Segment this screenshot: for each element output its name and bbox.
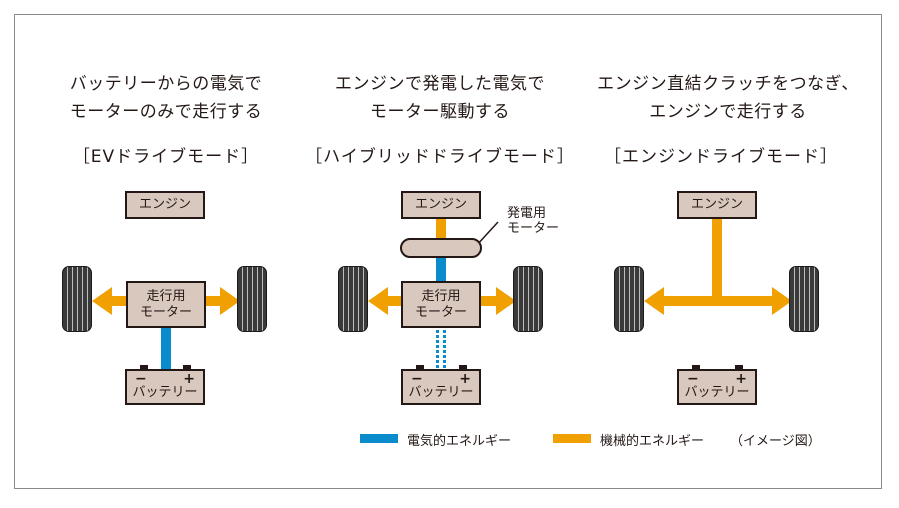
panel-engine-battery-signs: − + xyxy=(687,371,747,387)
panel-hybrid-arrow-left xyxy=(368,287,388,315)
panel-engine-battery-plus: + xyxy=(735,371,747,387)
panel-hybrid-battery-label: バッテリー xyxy=(408,385,474,400)
panel-hybrid-engine-shaft xyxy=(436,218,446,242)
panel-ev-engine-box: エンジン xyxy=(125,191,205,219)
panel-engine-engine-label: エンジン xyxy=(690,197,743,212)
panel-engine-battery-box: − + バッテリー xyxy=(677,369,757,405)
panel-ev-battery-terminal-minus xyxy=(140,365,148,369)
panel-hybrid-battery-terminal-plus xyxy=(459,365,467,369)
panel-ev-engine-label: エンジン xyxy=(138,197,191,212)
panel-engine-battery-terminal-plus xyxy=(735,365,743,369)
panel-hybrid-arrow-right xyxy=(496,287,516,315)
panel-hybrid-tire-right xyxy=(513,266,543,332)
panel-hybrid-battery-signs: − + xyxy=(411,371,471,387)
panel-ev-title-line1: バッテリーからの電気で xyxy=(69,74,263,94)
panel-hybrid-title-line1: エンジンで発電した電気で xyxy=(335,74,545,94)
panel-ev-arrow-right xyxy=(220,287,240,315)
panel-hybrid-battery-minus: − xyxy=(411,371,423,387)
panel-hybrid-engine-label: エンジン xyxy=(414,197,467,212)
panel-hybrid-tire-left xyxy=(338,266,368,332)
panel-engine-engine-box: エンジン xyxy=(677,191,757,219)
legend-mechanical-label: 機械的エネルギー xyxy=(600,434,705,449)
panel-engine-battery-label: バッテリー xyxy=(684,385,750,400)
panel-hybrid-generator-label-1: 発電用 xyxy=(507,206,547,221)
panel-hybrid-battery-plus: + xyxy=(459,371,471,387)
panel-engine-arrow-left xyxy=(644,287,664,315)
panel-ev-battery-terminal-plus xyxy=(183,365,191,369)
panel-ev-title-line2: モーターのみで走行する xyxy=(69,102,263,122)
panel-ev-electric-line xyxy=(161,328,171,370)
panel-hybrid-drive-motor-label-2: モーター xyxy=(414,304,467,320)
panel-engine-arrow-right xyxy=(772,287,792,315)
panel-engine-title-line1: エンジン直結クラッチをつなぎ、 xyxy=(597,74,859,94)
panel-hybrid-generator-label-2: モーター xyxy=(507,221,560,236)
panel-hybrid-generator-label: 発電用 モーター xyxy=(507,206,559,236)
panel-engine-title-line2: エンジンで走行する xyxy=(649,102,807,122)
panel-ev-drive-motor-box: 走行用 モーター xyxy=(126,281,206,328)
panel-ev-drive-motor-label-2: モーター xyxy=(139,304,192,320)
panel-hybrid-engine-box: エンジン xyxy=(401,191,481,219)
diagram-frame xyxy=(14,14,882,489)
panel-engine-axle-line xyxy=(662,296,774,306)
panel-ev-mode-label: ［EVドライブモード］ xyxy=(72,147,260,167)
panel-engine-shaft xyxy=(712,218,722,301)
panel-ev-battery-signs: − + xyxy=(135,371,195,387)
panel-hybrid-battery-terminal-minus xyxy=(416,365,424,369)
panel-ev-arrow-left xyxy=(92,287,112,315)
panel-ev-tire-left xyxy=(62,266,92,332)
panel-engine-mode-label: ［エンジンドライブモード］ xyxy=(604,147,838,167)
panel-ev-battery-label: バッテリー xyxy=(132,385,198,400)
legend-note: （イメージ図） xyxy=(730,434,821,449)
panel-hybrid-generator-electric-line xyxy=(436,256,446,284)
panel-hybrid-generator-motor xyxy=(400,238,482,258)
legend-electric-label: 電気的エネルギー xyxy=(407,434,512,449)
panel-ev-tire-right xyxy=(237,266,267,332)
legend-mechanical-swatch xyxy=(553,434,591,443)
panel-engine-battery-minus: − xyxy=(687,371,699,387)
panel-hybrid-drive-motor-box: 走行用 モーター xyxy=(401,281,481,328)
panel-engine-title: エンジン直結クラッチをつなぎ、 エンジンで走行する xyxy=(588,70,868,126)
panel-hybrid-drive-motor-label-1: 走行用 xyxy=(421,288,461,304)
panel-ev-title: バッテリーからの電気で モーターのみで走行する xyxy=(36,70,296,126)
panel-hybrid-battery-box: − + バッテリー xyxy=(401,369,481,405)
panel-hybrid-mode-label: ［ハイブリッドドライブモード］ xyxy=(305,147,575,167)
panel-engine-tire-right xyxy=(789,266,819,332)
panel-ev-battery-box: − + バッテリー xyxy=(125,369,205,405)
panel-ev-drive-motor-label-1: 走行用 xyxy=(146,288,186,304)
panel-hybrid-title-line2: モーター駆動する xyxy=(370,102,510,122)
panel-ev-battery-plus: + xyxy=(183,371,195,387)
panel-engine-battery-terminal-minus xyxy=(692,365,700,369)
panel-ev-battery-minus: − xyxy=(135,371,147,387)
legend-electric-swatch xyxy=(360,434,398,443)
panel-hybrid-title: エンジンで発電した電気で モーター駆動する xyxy=(310,70,570,126)
panel-engine-tire-left xyxy=(614,266,644,332)
